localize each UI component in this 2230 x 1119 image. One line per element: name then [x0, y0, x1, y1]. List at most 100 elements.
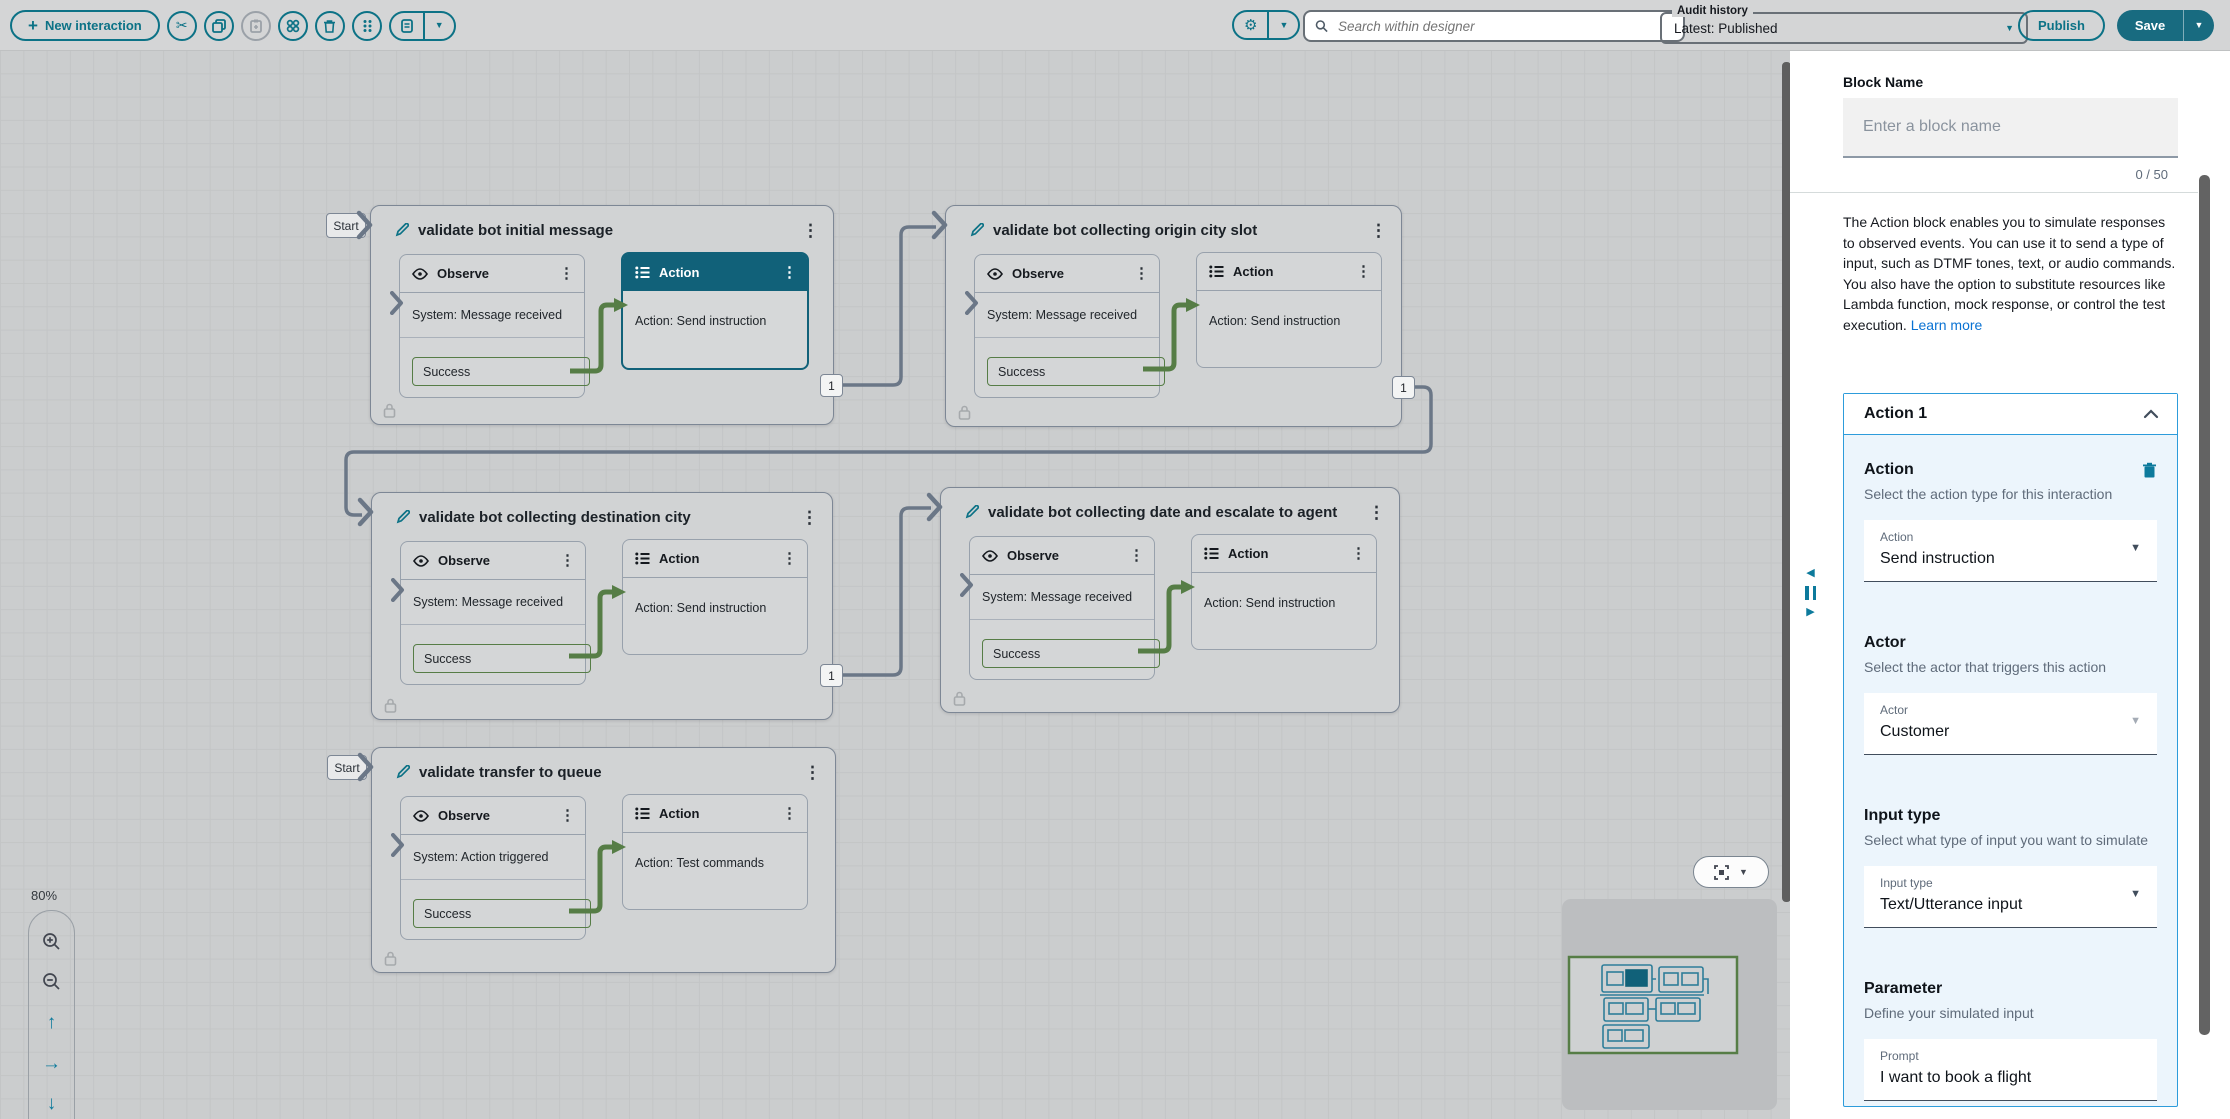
new-interaction-label: New interaction — [44, 18, 142, 33]
zoom-out-icon — [43, 973, 60, 991]
success-branch[interactable]: Success — [987, 357, 1165, 386]
input-type-select[interactable]: Input type Text/Utterance input ▼ — [1864, 866, 2157, 928]
pan-up-button[interactable]: ↑ — [46, 1012, 57, 1034]
success-branch[interactable]: Success — [412, 357, 590, 386]
resize-handle-icon[interactable] — [1805, 586, 1816, 600]
parameter-heading: Parameter — [1864, 980, 1943, 997]
action-menu-button[interactable]: ⋮ — [782, 550, 797, 567]
action-menu-button[interactable]: ⋮ — [782, 264, 797, 281]
interaction-block[interactable]: validate bot collecting origin city slot… — [931, 205, 1402, 427]
action-card[interactable]: Action ⋮ Action: Send instruction — [622, 539, 808, 655]
collapse-toggle[interactable] — [2143, 408, 2159, 420]
delete-button[interactable] — [314, 10, 345, 41]
observe-menu-button[interactable]: ⋮ — [559, 265, 574, 282]
cut-button[interactable]: ✂ — [166, 10, 197, 41]
action-field-label: Action — [1880, 530, 1914, 544]
action-card[interactable]: Action ⋮ Action: Send instruction — [1196, 252, 1382, 368]
flow-canvas[interactable]: Start validate bot initial message ⋮ Obs… — [0, 50, 1790, 1119]
zoom-out-button[interactable] — [42, 972, 61, 991]
interaction-block[interactable]: validate bot collecting destination city… — [357, 492, 833, 720]
edit-title-icon[interactable] — [965, 505, 979, 519]
save-button[interactable]: Save — [2117, 10, 2183, 41]
notes-dropdown-button[interactable]: ▼ — [422, 12, 454, 39]
action-menu-button[interactable]: ⋮ — [782, 805, 797, 822]
audit-history-select[interactable]: Audit history Latest: Published ▼ — [1660, 5, 2028, 44]
publish-button[interactable]: Publish — [2018, 10, 2105, 41]
action-card[interactable]: Action ⋮ Action: Send instruction — [1191, 534, 1377, 650]
edit-title-icon[interactable] — [395, 223, 409, 237]
observe-card[interactable]: Observe ⋮ System: Message received Succe… — [960, 536, 1160, 680]
expand-right-icon[interactable]: ▶ — [1806, 606, 1815, 618]
action-1-header[interactable]: Action 1 — [1844, 394, 2177, 435]
panel-scrollbar[interactable] — [2199, 175, 2210, 1035]
block-menu-button[interactable]: ⋮ — [804, 762, 821, 782]
pan-down-button[interactable]: ↓ — [46, 1093, 57, 1115]
block-header: validate bot collecting origin city slot… — [970, 216, 1391, 244]
input-type-heading: Input type — [1864, 807, 1941, 824]
block-name-input[interactable] — [1843, 98, 2178, 158]
group-blocks-button[interactable] — [277, 10, 308, 41]
action-card-selected[interactable]: Action ⋮ Action: Send instruction — [621, 252, 809, 370]
action-menu-button[interactable]: ⋮ — [1356, 263, 1371, 280]
observe-card[interactable]: Observe ⋮ System: Action triggered Succe… — [391, 796, 591, 940]
parameter-description: Define your simulated input — [1864, 1005, 2034, 1021]
reorder-button[interactable] — [351, 10, 382, 41]
new-interaction-button[interactable]: + New interaction — [10, 10, 160, 41]
notes-button[interactable] — [391, 13, 423, 39]
success-branch[interactable]: Success — [413, 899, 591, 928]
list-icon — [1204, 547, 1219, 560]
edit-title-icon[interactable] — [396, 510, 410, 524]
observe-card[interactable]: Observe ⋮ System: Message received Succe… — [965, 254, 1165, 398]
char-counter: 0 / 50 — [2135, 167, 2168, 182]
block-menu-button[interactable]: ⋮ — [802, 220, 819, 240]
block-title: validate transfer to queue — [419, 763, 602, 781]
output-badge[interactable]: 1 — [1392, 376, 1415, 399]
collapse-left-icon[interactable]: ◀ — [1806, 567, 1815, 579]
panel-resize-control: ◀ ▶ — [1805, 568, 1816, 618]
learn-more-link[interactable]: Learn more — [1910, 316, 1983, 333]
action-card[interactable]: Action ⋮ Action: Test commands — [622, 794, 808, 910]
observe-card-header: Observe ⋮ — [975, 255, 1159, 293]
search-input[interactable] — [1336, 17, 1673, 35]
zoom-in-button[interactable] — [42, 932, 61, 951]
prompt-input[interactable]: Prompt I want to book a flight — [1864, 1039, 2157, 1101]
block-menu-button[interactable]: ⋮ — [1368, 502, 1385, 522]
interaction-block[interactable]: validate bot collecting date and escalat… — [926, 487, 1400, 713]
paste-button[interactable] — [240, 10, 271, 41]
minimap[interactable] — [1562, 899, 1777, 1110]
trash-icon — [2143, 462, 2156, 478]
action-menu-button[interactable]: ⋮ — [1351, 545, 1366, 562]
block-menu-button[interactable]: ⋮ — [801, 507, 818, 527]
edit-title-icon[interactable] — [970, 223, 984, 237]
pan-right-button[interactable]: → — [42, 1052, 61, 1074]
delete-action-button[interactable] — [2142, 462, 2157, 478]
fit-view-button[interactable]: ▼ — [1693, 856, 1769, 888]
observe-card[interactable]: Observe ⋮ System: Message received Succe… — [390, 254, 590, 398]
observe-menu-button[interactable]: ⋮ — [1129, 547, 1144, 564]
settings-button[interactable]: ⚙ — [1234, 12, 1267, 38]
observe-menu-button[interactable]: ⋮ — [1134, 265, 1149, 282]
flow-connectors — [344, 225, 1433, 914]
output-badge[interactable]: 1 — [820, 664, 843, 687]
edit-title-icon[interactable] — [396, 765, 410, 779]
block-menu-button[interactable]: ⋮ — [1370, 220, 1387, 240]
observe-card[interactable]: Observe ⋮ System: Message received Succe… — [391, 541, 591, 685]
output-badge[interactable]: 1 — [820, 374, 843, 397]
caret-down-icon: ▼ — [1739, 866, 1748, 877]
success-branch[interactable]: Success — [982, 639, 1160, 668]
interaction-block[interactable]: Start validate bot initial message ⋮ Obs… — [326, 205, 834, 425]
save-dropdown-button[interactable]: ▼ — [2183, 10, 2214, 41]
action-select[interactable]: Action Send instruction ▼ — [1864, 520, 2157, 582]
actor-select[interactable]: Actor Customer ▼ — [1864, 693, 2157, 755]
success-branch[interactable]: Success — [413, 644, 591, 673]
settings-dropdown-button[interactable]: ▼ — [1267, 12, 1298, 38]
observe-menu-button[interactable]: ⋮ — [560, 552, 575, 569]
observe-menu-button[interactable]: ⋮ — [560, 807, 575, 824]
zoom-in-icon — [43, 932, 60, 950]
canvas-scrollbar[interactable] — [1782, 62, 1790, 902]
copy-button[interactable] — [203, 10, 234, 41]
prompt-field-label: Prompt — [1880, 1049, 1919, 1063]
interaction-block[interactable]: Start validate transfer to queue ⋮ Obser… — [327, 747, 836, 973]
action-card-title: Action — [659, 551, 700, 566]
six-dots-icon — [363, 19, 372, 32]
